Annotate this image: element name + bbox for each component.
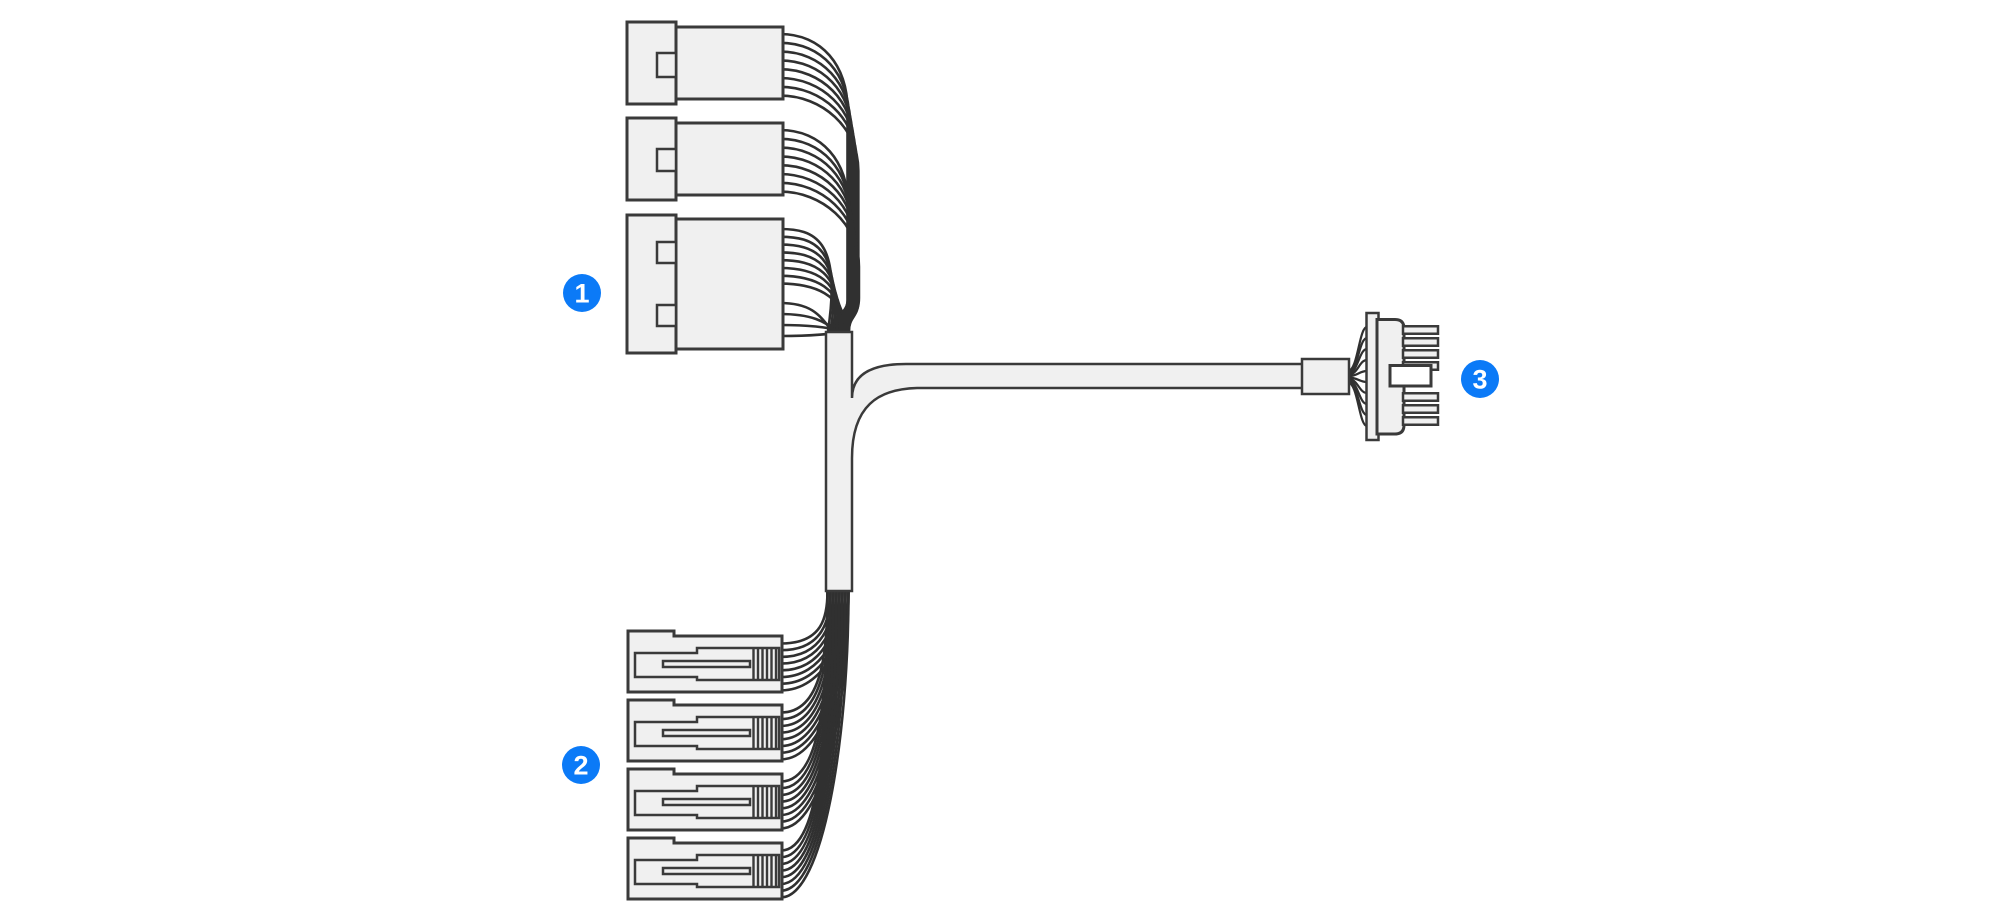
callout-3-circle [1461, 360, 1499, 398]
callout-3-label: 3 [1472, 365, 1487, 395]
sata-connector-2 [626, 698, 784, 763]
bottom-wire-bundle [780, 590, 850, 899]
crimp-lines [752, 855, 778, 887]
connector-pins [1401, 325, 1440, 426]
wire [779, 251, 839, 332]
callout-1-circle [563, 274, 601, 312]
wire [779, 227, 833, 332]
connector-slot [661, 659, 752, 669]
wire [780, 590, 829, 645]
wire [780, 590, 850, 899]
connector-head [625, 20, 678, 106]
pin [1401, 392, 1440, 402]
molex-connector-2 [625, 116, 785, 202]
wire [780, 590, 844, 886]
pin [1401, 416, 1440, 426]
pin [1401, 325, 1440, 335]
wire [780, 590, 835, 866]
callout-3-badge: 3 [1461, 360, 1499, 398]
latch-tab [1388, 364, 1433, 388]
callout-2-badge: 2 [562, 746, 600, 784]
wire [779, 76, 857, 332]
connector-slot [661, 728, 752, 738]
connector-body [674, 217, 785, 351]
connector-slot [661, 866, 752, 876]
molex-connector-3 [625, 213, 785, 355]
cable-end-ferrule [1300, 357, 1351, 396]
wire [780, 590, 832, 859]
latch-notch [655, 51, 678, 79]
connector-body [674, 25, 785, 101]
pin [1401, 337, 1440, 347]
callout-1-label: 1 [574, 279, 589, 309]
wire [780, 590, 841, 879]
wire [779, 190, 861, 332]
wire [779, 243, 837, 332]
wire [779, 258, 841, 332]
sata-connector-4 [626, 836, 784, 901]
connector-slot [661, 797, 752, 807]
board-connector [1365, 311, 1440, 442]
crimp-lines [752, 717, 778, 749]
pin [1401, 404, 1440, 414]
wire [779, 266, 844, 332]
latch-notch [655, 147, 678, 173]
wire [779, 235, 835, 332]
wire [779, 282, 850, 332]
callout-1-badge: 1 [563, 274, 601, 312]
latch-notch [655, 303, 678, 328]
top-connector-group [625, 20, 785, 355]
top-wire-bundle [779, 32, 861, 338]
sata-connector-3 [626, 767, 784, 832]
wire [780, 590, 838, 872]
bottom-connector-group [626, 629, 784, 901]
callout-2-label: 2 [573, 751, 588, 781]
wire [779, 323, 842, 333]
right-connector-fan-wires [1347, 325, 1368, 428]
callout-2-circle [562, 746, 600, 784]
pin [1401, 349, 1440, 359]
cable-trunk-sleeve [824, 330, 1308, 593]
crimp-lines [752, 648, 778, 680]
wire [780, 590, 829, 852]
sata-connector-1 [626, 629, 784, 694]
latch-notch [655, 240, 678, 265]
crimp-lines [752, 786, 778, 818]
molex-connector-1 [625, 20, 785, 106]
wire [780, 590, 847, 892]
connector-body [674, 121, 785, 197]
connector-head [625, 213, 678, 355]
